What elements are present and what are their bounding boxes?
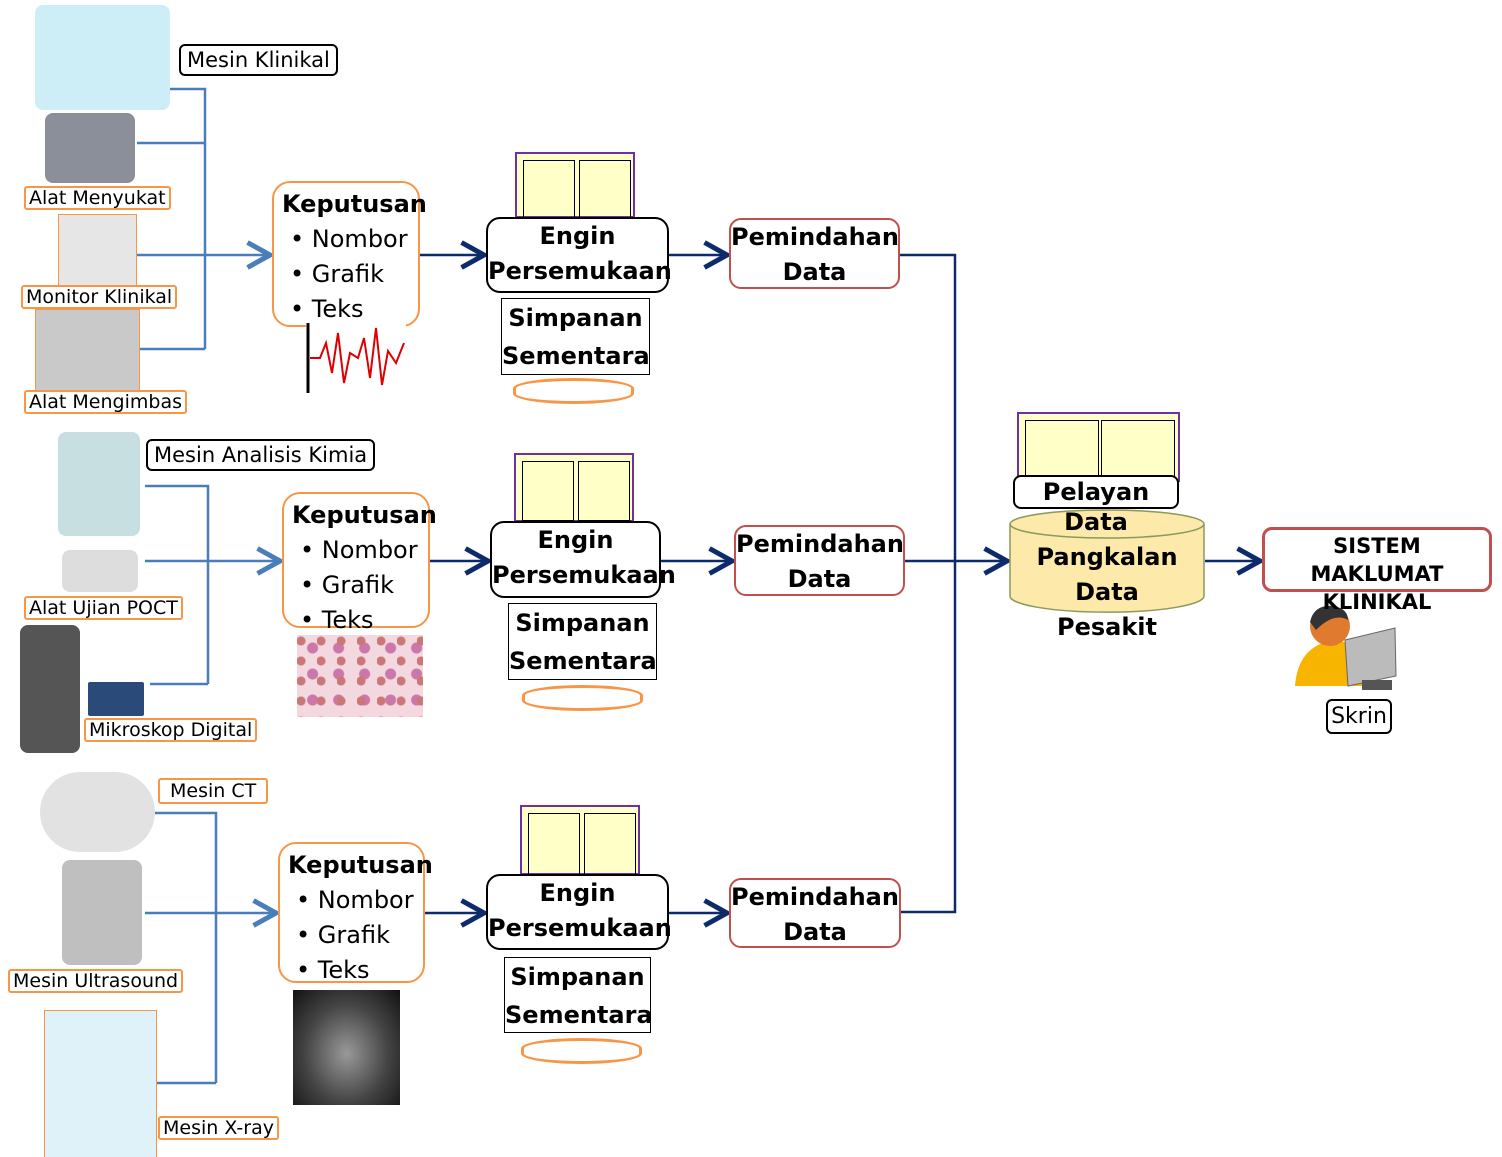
chest-xray-image: [293, 990, 400, 1105]
result-item: Teks: [290, 292, 410, 327]
poct-device-image: [62, 550, 138, 592]
scanner-image: [35, 309, 140, 391]
device-label: Alat Menyukat: [24, 186, 171, 210]
disk-icon: [522, 685, 643, 711]
engine-line1: Engin: [537, 526, 614, 554]
flow-arrows: [420, 255, 1260, 913]
cis-line1: SISTEM MAKLUMAT: [1310, 534, 1444, 586]
result-item: Teks: [300, 603, 420, 638]
ct-scanner-image: [40, 772, 155, 852]
screen-label: Skrin: [1326, 699, 1392, 734]
user-computer-icon: [1295, 605, 1397, 690]
storage-line1: Simpanan: [515, 609, 650, 637]
engine-line2: Persemukaan: [488, 914, 672, 942]
storage-line2: Sementara: [509, 647, 657, 675]
device-label: Mikroskop Digital: [84, 718, 258, 742]
result-item: Teks: [296, 953, 415, 988]
server-icon: [514, 453, 634, 522]
result-item: Nombor: [300, 533, 420, 568]
engine-line1: Engin: [539, 222, 616, 250]
blood-pressure-monitor-image: [45, 113, 135, 183]
result-box: Keputusan NomborGrafikTeks: [272, 181, 427, 327]
device-label: Mesin CT: [158, 778, 269, 804]
cis-line2: KLINIKAL: [1322, 590, 1432, 614]
database-line2: Pesakit: [1056, 613, 1157, 641]
clinical-information-system-box: SISTEM MAKLUMAT KLINIKAL: [1262, 527, 1492, 614]
storage-line2: Sementara: [505, 1001, 653, 1029]
device-bracket-lines: [135, 87, 280, 1085]
tablet-image: [88, 682, 144, 716]
result-box: Keputusan NomborGrafikTeks: [278, 842, 433, 984]
device-label: Mesin Analisis Kimia: [146, 439, 376, 471]
device-label: Monitor Klinikal: [21, 285, 178, 309]
transfer-line2: Data: [782, 258, 847, 286]
transfer-line2: Data: [787, 565, 852, 593]
disk-icon: [513, 378, 634, 404]
ecg-waveform-image: [306, 323, 406, 393]
disk-icon: [521, 1038, 642, 1064]
database-line1: Pangkalan Data: [1036, 543, 1178, 606]
data-server-icon: [1017, 412, 1180, 482]
transfer-line1: Pemindahan: [736, 530, 904, 558]
transfer-line1: Pemindahan: [731, 223, 899, 251]
microscope-image: [20, 625, 80, 753]
clinical-machine-image: [35, 5, 170, 110]
result-item: Nombor: [290, 222, 410, 257]
storage-line1: Simpanan: [508, 304, 643, 332]
ultrasound-machine-image: [62, 860, 142, 965]
device-label: Mesin Klinikal: [179, 44, 338, 76]
server-icon: [520, 805, 640, 875]
device-label: Alat Mengimbas: [24, 390, 187, 414]
patient-database-cylinder: [1009, 509, 1205, 613]
engine-line1: Engin: [539, 879, 616, 907]
blood-cell-image: [297, 635, 423, 717]
device-label: Mesin Ultrasound: [8, 969, 184, 993]
result-title: Keputusan: [282, 190, 427, 218]
transfer-line1: Pemindahan: [731, 883, 899, 911]
result-item: Grafik: [290, 257, 410, 292]
server-icon: [515, 152, 635, 218]
result-item: Nombor: [296, 883, 415, 918]
patient-monitor-image: [58, 214, 137, 286]
result-title: Keputusan: [288, 851, 433, 879]
result-item: Grafik: [300, 568, 420, 603]
engine-line2: Persemukaan: [492, 561, 676, 589]
chemistry-analyzer-image: [58, 432, 140, 536]
storage-line1: Simpanan: [510, 963, 645, 991]
device-label: Mesin X-ray: [158, 1116, 279, 1140]
storage-line2: Sementara: [502, 342, 650, 370]
result-title: Keputusan: [292, 501, 437, 529]
result-box: Keputusan NomborGrafikTeks: [282, 492, 437, 634]
engine-line2: Persemukaan: [488, 257, 672, 285]
xray-machine-image: [44, 1010, 157, 1157]
device-label: Alat Ujian POCT: [24, 596, 183, 620]
data-server-label: Pelayan Data: [1013, 475, 1179, 536]
transfer-line2: Data: [783, 918, 847, 946]
result-item: Grafik: [296, 918, 415, 953]
